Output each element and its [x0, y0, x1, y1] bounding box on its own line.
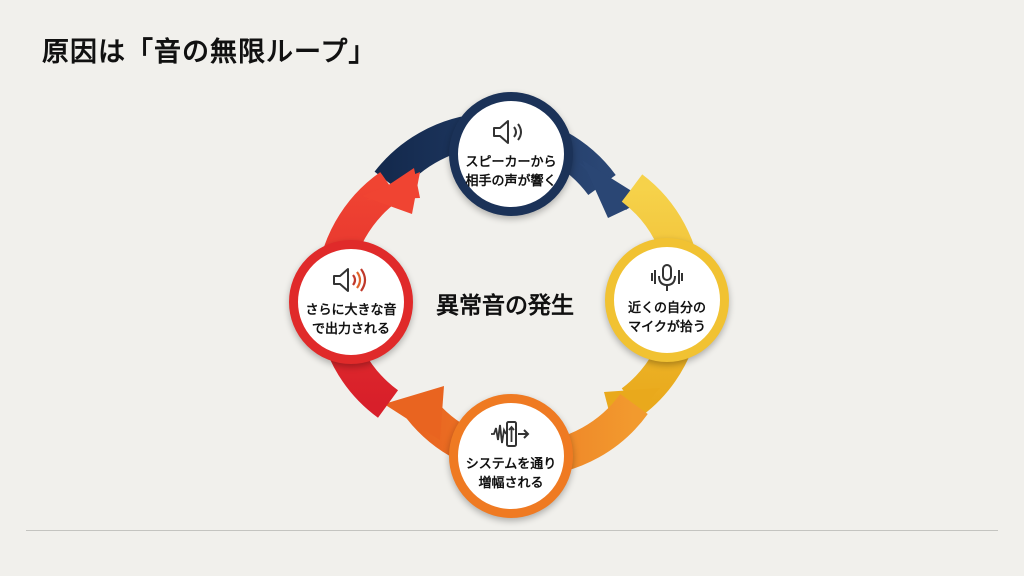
node-label-line1: スピーカーから	[465, 155, 557, 170]
arrowhead-orange	[384, 386, 444, 440]
microphone-icon	[651, 264, 683, 291]
loop-node-loud-output: さらに大きな音 で出力される	[289, 240, 413, 364]
node-label-line1: 近くの自分の	[627, 301, 706, 316]
amplify-signal-icon	[491, 421, 530, 447]
loop-node-microphone: 近くの自分の マイクが拾う	[605, 238, 729, 362]
loud-speaker-icon	[333, 268, 367, 292]
node-label-line2: 増幅される	[478, 476, 544, 491]
loop-node-amplify: システムを通り 増幅される	[449, 394, 573, 518]
node-label-line2: 相手の声が響く	[465, 174, 557, 189]
bottom-divider	[26, 530, 998, 531]
speaker-icon	[493, 120, 522, 144]
node-label-line2: マイクが拾う	[628, 320, 706, 335]
page-title: 原因は「音の無限ループ」	[42, 37, 377, 68]
node-label-line1: システムを通り	[465, 457, 557, 472]
node-label-line1: さらに大きな音	[305, 303, 397, 318]
node-label-line2: で出力される	[311, 322, 390, 337]
center-label: 異常音の発生	[436, 293, 574, 319]
loop-node-speaker: スピーカーから 相手の声が響く	[449, 92, 573, 216]
